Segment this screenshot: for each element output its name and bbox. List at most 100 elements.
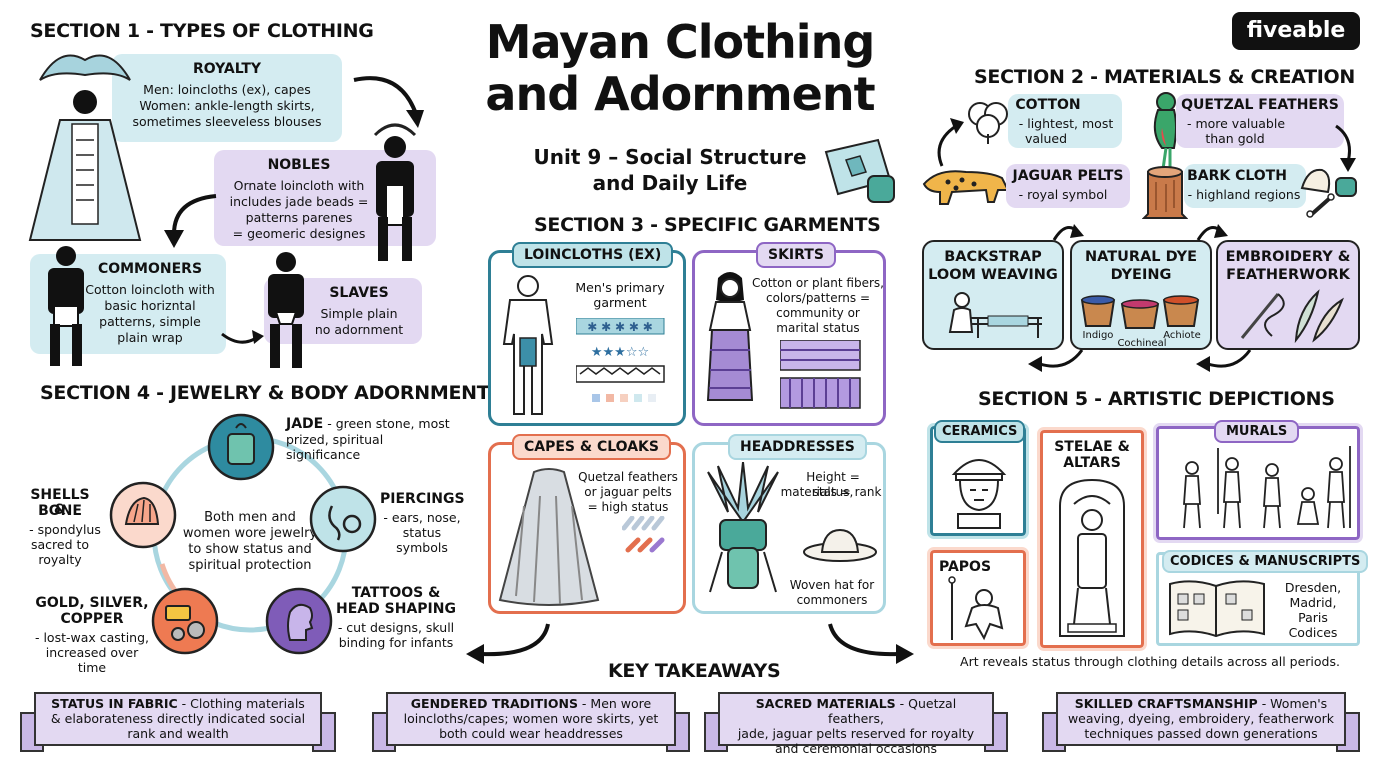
takeaway-status-line-2: & elaborateness directly indicated socia… bbox=[50, 711, 306, 726]
takeaway-craftsmanship: SKILLED CRAFTSMANSHIP - Women's weaving,… bbox=[1042, 692, 1360, 752]
ceramic-head-icon bbox=[951, 459, 1007, 529]
tattoos-line-2: binding for infants bbox=[338, 635, 454, 650]
svg-text:✱ ✱ ✱ ✱ ✱: ✱ ✱ ✱ ✱ ✱ bbox=[587, 320, 653, 334]
color-swatches-icon bbox=[622, 516, 665, 553]
piercings-line-2: status bbox=[402, 525, 442, 540]
loincloths-tag: LOINCLOTHS (EX) bbox=[512, 242, 674, 268]
subtitle: Unit 9 – Social Structure and Daily Life bbox=[520, 144, 820, 196]
takeaway-sacred-head: SACRED MATERIALS bbox=[755, 696, 896, 711]
section5-caption: Art reveals status through clothing deta… bbox=[960, 654, 1340, 669]
royalty-box bbox=[112, 54, 342, 142]
commoners-name: COMMONERS bbox=[97, 261, 203, 277]
shell-bone-jade-icon bbox=[1300, 168, 1357, 218]
jaguar-line-1: - royal symbol bbox=[1018, 187, 1108, 202]
takeaway-sacred-text: SACRED MATERIALS - Quetzal feathers, jad… bbox=[726, 696, 986, 756]
takeaway-gendered-line-3: both could wear headdresses bbox=[439, 726, 623, 741]
cotton-line-1: - lightest, most bbox=[1018, 116, 1114, 131]
jade-line-2: prized, spiritual significance bbox=[286, 432, 384, 462]
dye-cochineal-label: Cochineal bbox=[1117, 338, 1167, 349]
skirt-figure-icon bbox=[706, 272, 754, 401]
takeaway-gendered-text: GENDERED TRADITIONS - Men wore loincloth… bbox=[394, 696, 668, 741]
takeaway-status-line-3: rank and wealth bbox=[127, 726, 229, 741]
slaves-line-1: Simple plain bbox=[320, 306, 398, 321]
codices-line-1: Dresden, bbox=[1284, 580, 1342, 595]
skirts-line-4: marital status bbox=[776, 321, 860, 335]
ceramics-tag: CERAMICS bbox=[934, 420, 1026, 443]
cotton-line-2: valued bbox=[1024, 131, 1068, 146]
nobles-line-1: Ornate loincloth with bbox=[233, 178, 365, 193]
royalty-name: ROYALTY bbox=[192, 61, 262, 77]
codices-line-3: Paris bbox=[1298, 610, 1328, 625]
nobles-name: NOBLES bbox=[267, 157, 331, 173]
codices-line-4: Codices bbox=[1288, 625, 1338, 640]
title-line-2: and Adornment bbox=[485, 67, 875, 121]
skirt-patterns-icon bbox=[780, 340, 861, 409]
takeaway-craftsmanship-line-2: weaving, dyeing, embroidery, featherwork bbox=[1067, 711, 1335, 726]
gold-name-1: GOLD, SILVER, bbox=[35, 595, 149, 611]
takeaway-gendered: GENDERED TRADITIONS - Men wore loincloth… bbox=[372, 692, 690, 752]
title-line-1: Mayan Clothing bbox=[485, 15, 876, 69]
gold-gears-icon bbox=[151, 587, 219, 655]
takeaways-title: KEY TAKEAWAYS bbox=[608, 660, 781, 682]
papos-label: PAPOS bbox=[938, 559, 992, 575]
nobles-line-2: includes jade beads = bbox=[229, 194, 369, 209]
jewelry-center-line-1: Both men and bbox=[204, 510, 296, 525]
takeaway-craftsmanship-line-1: - Women's bbox=[1257, 696, 1328, 711]
skirts-line-2: colors/patterns = bbox=[765, 291, 871, 305]
skirts-line-1: Cotton or plant fibers, bbox=[752, 276, 884, 290]
slave-figure-icon bbox=[268, 252, 304, 368]
arrow-garments-to-section4 bbox=[466, 623, 550, 664]
gold-line-1: - lost-wax casting, bbox=[34, 630, 150, 645]
fiveable-logo[interactable]: fiveable bbox=[1232, 12, 1360, 50]
ribbon-body bbox=[386, 692, 676, 746]
tattoos-name-2: HEAD SHAPING bbox=[336, 601, 456, 617]
jaguar-icon bbox=[922, 170, 1010, 205]
loincloths-line-1: Men's primary bbox=[575, 280, 665, 295]
headdresses-line-3: Woven hat for bbox=[789, 578, 875, 592]
dye-line-2: DYEING bbox=[1110, 267, 1172, 283]
jaguar-name: JAGUAR PELTS bbox=[1012, 168, 1124, 184]
shell-bone-icon bbox=[109, 481, 177, 549]
piercing-icon bbox=[309, 485, 377, 553]
dye-achiote-label: Achiote bbox=[1163, 330, 1201, 341]
loom-line-2: LOOM WEAVING bbox=[928, 267, 1058, 283]
commoners-line-3: patterns, simple bbox=[99, 314, 201, 329]
ribbon-body bbox=[718, 692, 994, 746]
headdresses-line-4: commoners bbox=[796, 593, 868, 607]
embroidery-process-box bbox=[1216, 240, 1360, 350]
loom-line-1: BACKSTRAP bbox=[944, 249, 1042, 265]
head-profile-icon bbox=[265, 587, 333, 655]
arrow-loom-to-dye bbox=[1052, 224, 1084, 241]
piercings-line-3: symbols bbox=[396, 540, 448, 555]
stelae-line-1: STELAE & bbox=[1054, 439, 1130, 455]
page-title: Mayan Clothing and Adornment bbox=[440, 16, 920, 120]
takeaway-gendered-line-2: loincloths/capes; women wore skirts, yet bbox=[403, 711, 659, 726]
gold-name-2: COPPER bbox=[60, 611, 124, 627]
headdress-icon bbox=[707, 462, 779, 593]
quetzal-line-2: than gold bbox=[1205, 131, 1265, 146]
jewelry-center-line-3: to show status and bbox=[188, 542, 312, 557]
commoners-line-4: plain wrap bbox=[117, 330, 183, 345]
royalty-line-1: Men: loincloths (ex), capes bbox=[143, 82, 311, 97]
bark-line-1: - highland regions bbox=[1187, 187, 1301, 202]
quetzal-line-1: - more valuable bbox=[1186, 116, 1286, 131]
headdresses-tag: HEADDRESSES bbox=[728, 434, 867, 460]
royalty-line-2: Women: ankle-length skirts, bbox=[139, 98, 315, 113]
slaves-name: SLAVES bbox=[329, 285, 389, 301]
arrow-nobles-to-commoners bbox=[164, 194, 217, 248]
quetzal-bird-icon bbox=[1153, 92, 1177, 177]
headdresses-line-1: Height = status, bbox=[806, 470, 860, 499]
arrow-garments-to-section5 bbox=[828, 623, 914, 664]
embroidery-line-1: EMBROIDERY & bbox=[1225, 249, 1351, 265]
royalty-line-3: sometimes sleeveless blouses bbox=[132, 114, 322, 129]
takeaway-status-text: STATUS IN FABRIC - Clothing materials & … bbox=[42, 696, 314, 741]
tattoos-line-1: - cut designs, skull bbox=[337, 620, 455, 635]
nobles-line-3: patterns parenes bbox=[245, 210, 353, 225]
takeaway-sacred-line-3: and ceremonial occasions bbox=[774, 741, 938, 756]
nobles-line-4: = geomeric designes bbox=[232, 226, 366, 241]
dye-pots-icon bbox=[1080, 295, 1200, 329]
dye-line-1: NATURAL DYE bbox=[1085, 249, 1197, 265]
takeaway-status: STATUS IN FABRIC - Clothing materials & … bbox=[20, 692, 336, 752]
murals-tag: MURALS bbox=[1214, 420, 1300, 443]
svg-text:★★★☆☆: ★★★☆☆ bbox=[591, 345, 649, 360]
